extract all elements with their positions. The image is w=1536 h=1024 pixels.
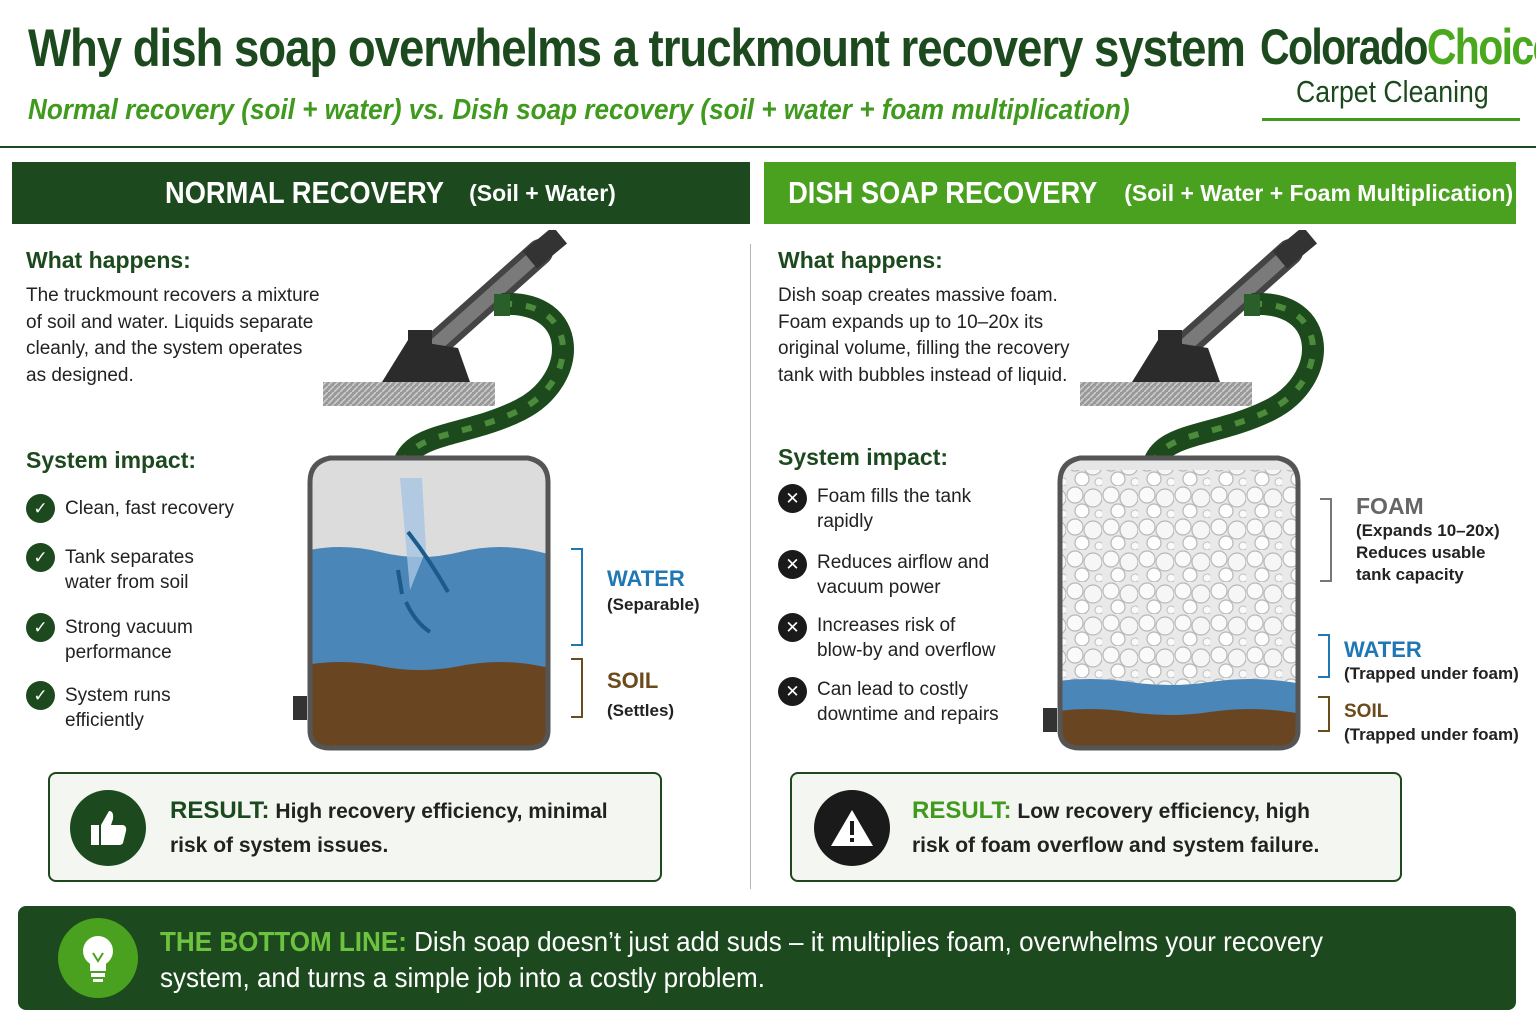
soap-impact-item: ✕ Foam fills the tank rapidly [778, 484, 983, 534]
soap-impact-item: ✕ Increases risk of blow-by and overflow [778, 613, 1003, 663]
normal-impact-label: Clean, fast recovery [65, 498, 234, 519]
normal-impact-item: ✓ System runs efficiently [26, 681, 226, 733]
page-title: Why dish soap overwhelms a truckmount re… [28, 19, 1246, 78]
normal-result-text: RESULT: High recovery efficiency, minima… [170, 794, 640, 863]
soap-result-value: Low recovery efficiency, high risk of fo… [912, 800, 1320, 857]
normal-water-sublabel: (Separable) [607, 595, 700, 614]
soil-bracket [1318, 696, 1330, 732]
soap-impact-item: ✕ Can lead to costly downtime and repair… [778, 677, 1013, 727]
carpet-strip [323, 382, 495, 406]
normal-result-value: High recovery efficiency, minimal risk o… [170, 800, 608, 857]
soap-impact-label: Reduces airflow and vacuum power [817, 552, 990, 598]
normal-soil-label: SOIL [607, 668, 659, 693]
soap-tank-illustration [1043, 230, 1324, 751]
soap-foam-label: FOAM [1356, 493, 1424, 519]
normal-impact-title: System impact: [26, 447, 197, 473]
soap-water-sublabel: (Trapped under foam) [1344, 664, 1519, 683]
soap-heading: DISH SOAP RECOVERY [787, 175, 1098, 210]
bottom-line-text: THE BOTTOM LINE: Dish soap doesn’t just … [160, 924, 1406, 996]
tank-drain-valve [293, 696, 307, 720]
normal-what-title: What happens: [26, 247, 191, 273]
normal-result-box: RESULT: High recovery efficiency, minima… [48, 772, 662, 882]
bottom-line-value: Dish soap doesn’t just add suds – it mul… [160, 926, 1324, 993]
thumbs-up-icon [70, 790, 146, 866]
x-circle-icon: ✕ [778, 613, 807, 642]
soap-result-text: RESULT: Low recovery efficiency, high ri… [912, 794, 1352, 863]
check-circle-icon: ✓ [26, 543, 55, 572]
soap-result-key: RESULT: [912, 797, 1012, 824]
x-circle-icon: ✕ [778, 677, 807, 706]
foam-bracket [1320, 498, 1332, 582]
water-bracket [1318, 634, 1330, 678]
cleaning-wand [1132, 230, 1318, 382]
header-divider [0, 146, 1536, 148]
check-circle-icon: ✓ [26, 681, 55, 710]
water-bracket [571, 548, 583, 646]
logo-tagline: Carpet Cleaning [1296, 74, 1489, 109]
cleaning-wand [382, 230, 568, 382]
soap-what-text: Dish soap creates massive foam. Foam exp… [778, 285, 1070, 386]
normal-impact-label: Tank separates water from soil [65, 547, 194, 593]
normal-result-key: RESULT: [170, 797, 270, 824]
tank-drain-valve [1043, 708, 1057, 732]
x-circle-icon: ✕ [778, 484, 807, 513]
normal-water-label: WATER [607, 566, 685, 591]
page-subtitle: Normal recovery (soil + water) vs. Dish … [28, 94, 1130, 126]
soap-impact-item: ✕ Reduces airflow and vacuum power [778, 550, 1003, 600]
normal-heading-sub: (Soil + Water) [469, 179, 616, 206]
warning-icon [814, 790, 890, 866]
panel-divider [750, 244, 751, 889]
normal-impact-label: Strong vacuum performance [65, 617, 193, 663]
soap-what-title: What happens: [778, 247, 943, 273]
soap-heading-sub: (Soil + Water + Foam Multiplication) [1124, 179, 1514, 206]
normal-panel-header: NORMAL RECOVERY (Soil + Water) [12, 162, 750, 224]
soap-foam-sublabel: (Expands 10–20x) Reduces usable tank cap… [1356, 521, 1500, 584]
normal-soil-sublabel: (Settles) [607, 701, 675, 720]
foam-layer [1060, 470, 1298, 690]
soap-impact-label: Foam fills the tank rapidly [817, 486, 972, 532]
normal-impact-item: ✓ Clean, fast recovery [26, 494, 266, 523]
soil-layer [310, 662, 548, 748]
soap-panel-header: DISH SOAP RECOVERY (Soil + Water + Foam … [764, 162, 1516, 224]
soap-result-box: RESULT: Low recovery efficiency, high ri… [790, 772, 1402, 882]
normal-impact-label: System runs efficiently [65, 685, 171, 731]
x-circle-icon: ✕ [778, 550, 807, 579]
soap-impact-label: Can lead to costly downtime and repairs [817, 679, 999, 725]
soap-soil-sublabel: (Trapped under foam) [1344, 725, 1519, 744]
bottom-line-banner: THE BOTTOM LINE: Dish soap doesn’t just … [18, 906, 1516, 1010]
normal-impact-item: ✓ Strong vacuum performance [26, 613, 226, 665]
lightbulb-icon [58, 918, 138, 998]
logo-word-choice: Choice [1426, 19, 1536, 75]
logo-word-colorado: Colorado [1260, 19, 1428, 75]
soil-layer [1060, 709, 1298, 748]
bottom-line-key: THE BOTTOM LINE: [160, 926, 407, 957]
normal-impact-item: ✓ Tank separates water from soil [26, 543, 226, 595]
normal-heading: NORMAL RECOVERY [165, 175, 445, 210]
soap-soil-label: SOIL [1344, 701, 1389, 722]
normal-what-text: The truckmount recovers a mixture of soi… [26, 285, 320, 386]
soap-impact-title: System impact: [778, 444, 949, 470]
carpet-strip [1080, 382, 1252, 406]
check-circle-icon: ✓ [26, 613, 55, 642]
soil-bracket [571, 658, 583, 718]
logo-underline [1262, 118, 1520, 121]
logo-wordmark: ColoradoChoice [1260, 18, 1536, 76]
soap-impact-label: Increases risk of blow-by and overflow [817, 615, 996, 661]
normal-tank-illustration [293, 230, 574, 751]
check-circle-icon: ✓ [26, 494, 55, 523]
soap-water-label: WATER [1344, 637, 1422, 662]
